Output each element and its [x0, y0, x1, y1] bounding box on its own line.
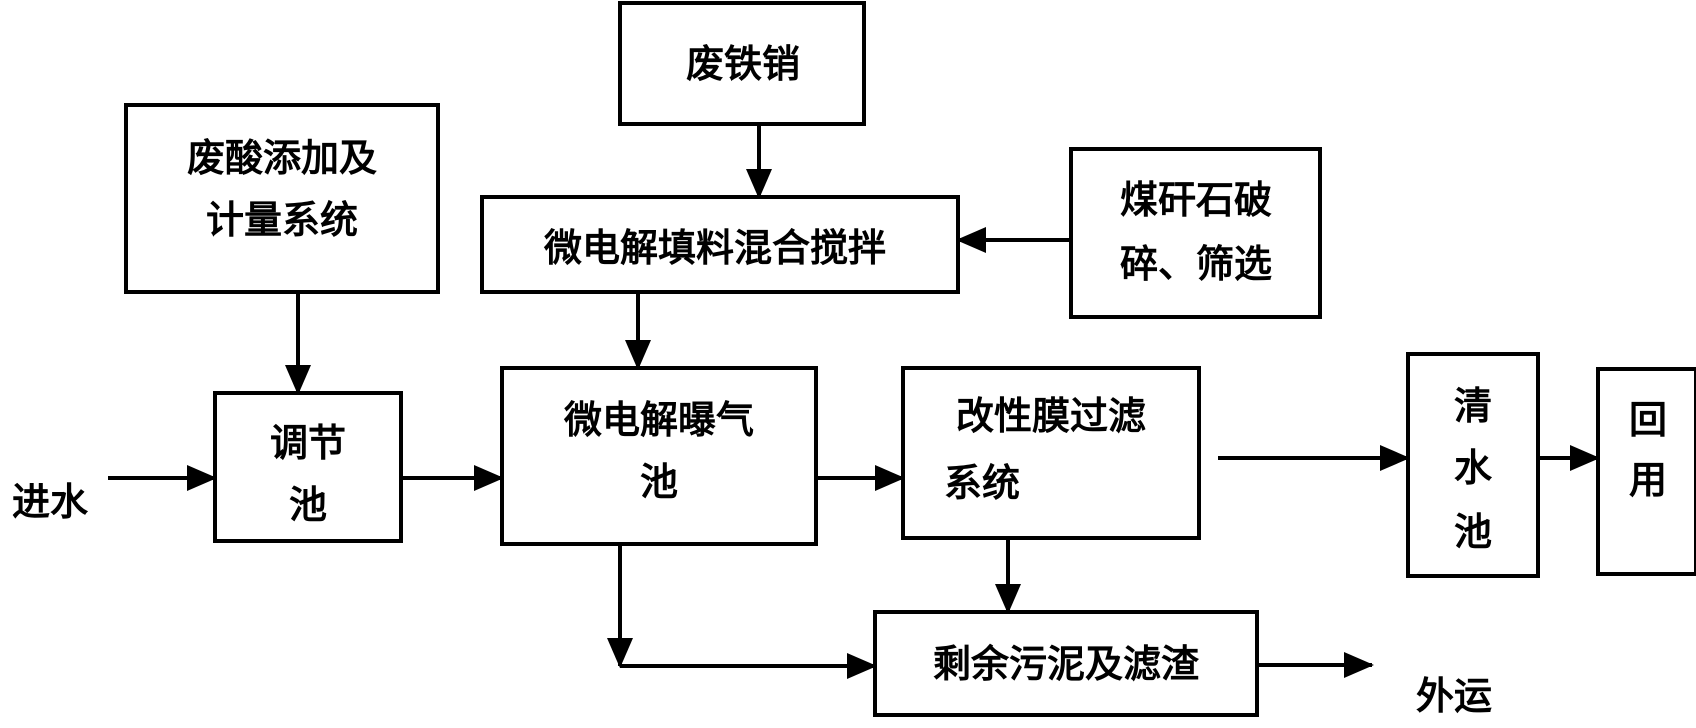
acid-system-box	[124, 103, 440, 294]
aeration-tank-label-line1: 微电解曝气	[563, 398, 754, 442]
aeration-tank-label-line2: 池	[640, 460, 678, 504]
reuse-label-line2: 用	[1629, 458, 1667, 502]
haul-out-label: 外运	[1416, 674, 1492, 718]
clear-tank-label-line3: 池	[1454, 510, 1492, 554]
reuse-box	[1596, 367, 1696, 576]
membrane-system-label-line1: 改性膜过滤	[956, 394, 1146, 438]
regulating-tank-label-line1: 调节	[270, 421, 346, 465]
coal-gangue-label-line2: 碎、筛选	[1120, 242, 1272, 286]
regulating-tank-label-line2: 池	[289, 483, 327, 527]
clear-tank-label-line1: 清	[1454, 384, 1492, 428]
regulating-tank-box	[213, 391, 403, 543]
waste-iron-label: 废铁销	[686, 42, 800, 86]
acid-system-label-line2: 计量系统	[206, 198, 358, 242]
aeration-tank-box	[500, 366, 818, 546]
filler-mix-label: 微电解填料混合搅拌	[543, 226, 886, 270]
acid-system-label-line1: 废酸添加及	[187, 136, 377, 180]
coal-gangue-label-line1: 煤矸石破	[1120, 178, 1272, 222]
membrane-system-box	[901, 366, 1201, 540]
sludge-label: 剩余污泥及滤渣	[933, 642, 1200, 686]
filler-mix-box	[480, 195, 960, 294]
waste-iron-box	[618, 1, 866, 126]
reuse-label-line1: 回	[1629, 398, 1667, 442]
membrane-system-label-line2: 系统	[944, 461, 1020, 505]
coal-gangue-box	[1069, 147, 1322, 319]
inflow-label: 进水	[12, 480, 89, 524]
clear-tank-label-line2: 水	[1454, 446, 1493, 490]
